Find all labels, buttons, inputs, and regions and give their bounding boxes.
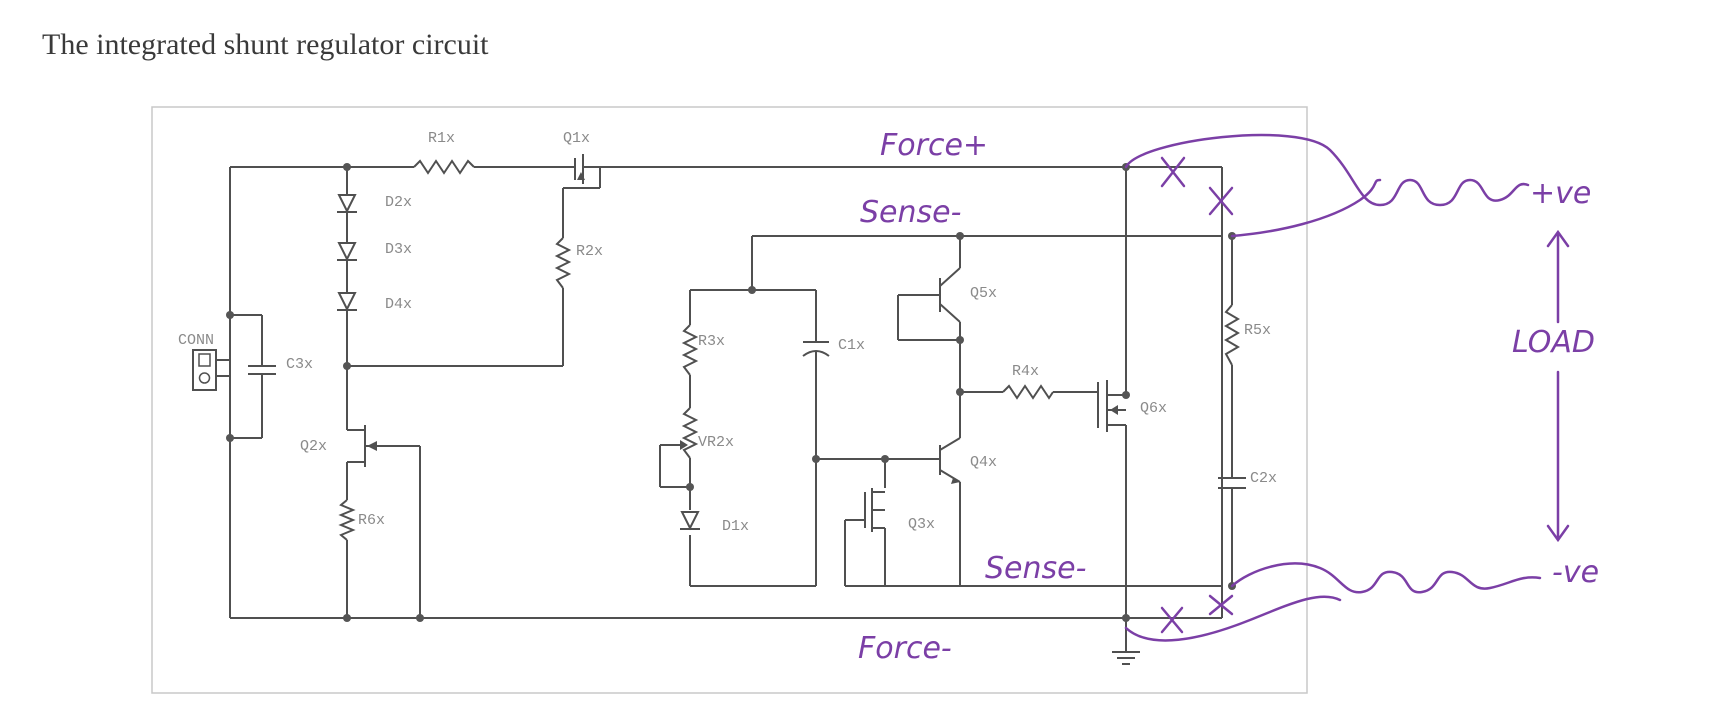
- x-mark-sense-plus: [1208, 186, 1234, 216]
- transistor-q5: [939, 267, 961, 323]
- resistor-r3: [681, 324, 699, 376]
- resistor-r5: [1224, 304, 1240, 366]
- transistor-q4: [925, 437, 961, 484]
- zener-d4: [337, 292, 357, 312]
- x-mark-sense-minus: [1208, 594, 1234, 616]
- label-d1: D1x: [722, 518, 749, 535]
- label-r3: R3x: [698, 333, 725, 350]
- label-d4: D4x: [385, 296, 412, 313]
- mosfet-q6: [1097, 380, 1126, 432]
- zener-d1: [680, 511, 700, 531]
- capacitor-c3: [248, 365, 276, 375]
- label-c3: C3x: [286, 356, 313, 373]
- label-vr2: VR2x: [698, 434, 734, 451]
- label-d3: D3x: [385, 241, 412, 258]
- label-r6: R6x: [358, 512, 385, 529]
- label-q5: Q5x: [970, 285, 997, 302]
- annotation-force-minus: Force-: [858, 631, 952, 666]
- page-title: The integrated shunt regulator circuit: [42, 28, 489, 61]
- label-q1: Q1x: [563, 130, 590, 147]
- label-r5: R5x: [1244, 322, 1271, 339]
- label-conn: CONN: [178, 332, 214, 349]
- connector-conn: [192, 349, 217, 391]
- resistor-r4: [1002, 384, 1054, 400]
- resistor-r2: [554, 237, 572, 289]
- label-r4: R4x: [1012, 363, 1039, 380]
- label-r2: R2x: [576, 243, 603, 260]
- label-d2: D2x: [385, 194, 412, 211]
- jfet-q2: [347, 425, 377, 467]
- x-mark-force-minus: [1160, 606, 1184, 634]
- annotation-sense-top: Sense-: [860, 195, 961, 230]
- resistor-r6: [338, 499, 356, 541]
- capacitor-c2: [1218, 477, 1246, 489]
- component-labels: R1x Q1x D2x D3x D4x R2x CONN C3x Q2x R6x…: [178, 130, 1277, 535]
- handwritten-annotations: Force+ Sense- Sense- Force- +ve -ve LOAD: [858, 128, 1599, 666]
- x-mark-force-plus: [1160, 156, 1186, 188]
- label-q3: Q3x: [908, 516, 935, 533]
- annotation-sense-bottom: Sense-: [985, 551, 1086, 586]
- annotation-force-plus: Force+: [880, 128, 988, 163]
- label-c2: C2x: [1250, 470, 1277, 487]
- label-c1: C1x: [838, 337, 865, 354]
- annotation-plus-ve: +ve: [1530, 176, 1591, 211]
- annotation-load: LOAD: [1512, 325, 1595, 360]
- resistor-r1: [413, 159, 475, 175]
- mosfet-q3: [864, 488, 885, 532]
- mosfet-q1: [560, 154, 612, 189]
- load-arrow-up: [1546, 229, 1570, 324]
- twisted-pair-bottom: [1230, 562, 1542, 594]
- label-q6: Q6x: [1140, 400, 1167, 417]
- annotation-minus-ve: -ve: [1552, 555, 1599, 590]
- load-arrow-down: [1546, 370, 1570, 543]
- zener-d2: [337, 194, 357, 214]
- junction-dots: [226, 163, 1236, 622]
- capacitor-c1: [802, 341, 830, 357]
- board-outline: [151, 106, 1308, 694]
- label-q4: Q4x: [970, 454, 997, 471]
- potentiometer-vr2: [680, 407, 699, 459]
- twisted-pair-top: [1124, 133, 1530, 207]
- label-q2: Q2x: [300, 438, 327, 455]
- label-r1: R1x: [428, 130, 455, 147]
- zener-d3: [337, 242, 357, 262]
- components: [192, 154, 1246, 541]
- wiring: [216, 166, 1233, 665]
